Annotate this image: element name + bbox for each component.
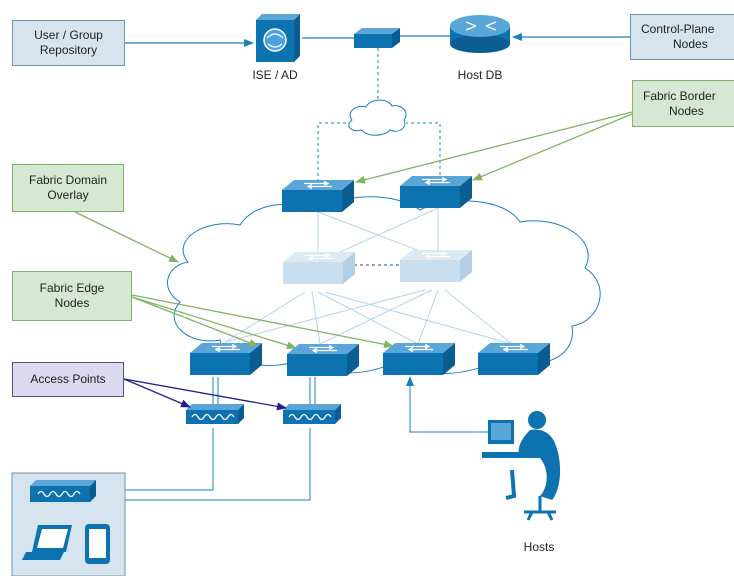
fabric-edge-nodes-line-2: Nodes xyxy=(54,296,90,310)
edge-switch-1-icon xyxy=(189,342,263,376)
control-plane-nodes-line-1: Control-Plane xyxy=(641,22,715,36)
small-cloud xyxy=(348,99,407,136)
user-group-repository-line-2: Repository xyxy=(39,43,98,57)
wireless-client-icon xyxy=(30,480,96,502)
fabric-domain-overlay-line-2: Overlay xyxy=(47,188,89,202)
ise-ad-server-icon xyxy=(256,14,300,62)
host-user-icon xyxy=(482,411,561,521)
laptop-icon xyxy=(22,525,72,560)
access-point-2-icon xyxy=(282,403,342,425)
edge-switch-3-icon xyxy=(382,342,456,376)
edge-switch-4-icon xyxy=(477,342,551,376)
control-plane-nodes-label: Control-Plane Nodes xyxy=(630,14,734,60)
fabric-edge-nodes-label: Fabric Edge Nodes xyxy=(12,271,132,321)
access-point-1-icon xyxy=(185,403,245,425)
host-db-caption: Host DB xyxy=(457,68,503,82)
host-db-router-icon xyxy=(450,15,510,53)
fabric-border-nodes-label: Fabric Border Nodes xyxy=(632,80,734,127)
fabric-edge-nodes-line-1: Fabric Edge xyxy=(39,281,105,295)
intermediate-switch-left-icon xyxy=(282,251,356,285)
top-switch-icon xyxy=(354,28,400,48)
tablet-icon xyxy=(85,524,110,564)
fabric-border-nodes-line-2: Nodes xyxy=(669,103,704,118)
access-points-label: Access Points xyxy=(12,362,124,397)
control-plane-nodes-line-2: Nodes xyxy=(673,37,708,51)
border-switch-left-icon xyxy=(281,179,355,213)
intermediate-switch-right-icon xyxy=(399,249,473,283)
user-group-repository-line-1: User / Group xyxy=(34,28,103,42)
fabric-border-nodes-line-1: Fabric Border xyxy=(643,88,716,103)
fabric-domain-overlay-label: Fabric Domain Overlay xyxy=(12,164,124,212)
ise-ad-caption: ISE / AD xyxy=(252,68,298,82)
hosts-caption: Hosts xyxy=(523,540,555,554)
user-group-repository-label: User / Group Repository xyxy=(12,20,125,66)
border-switch-right-icon xyxy=(399,175,473,209)
edge-switch-2-icon xyxy=(286,343,360,377)
fabric-domain-overlay-line-1: Fabric Domain xyxy=(28,173,108,187)
